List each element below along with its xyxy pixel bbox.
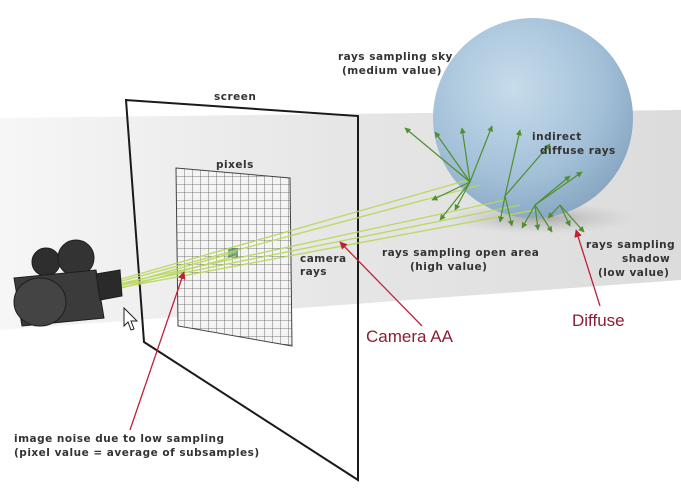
sky-rays-label-line1: rays sampling sky	[338, 51, 453, 63]
screen-label: screen	[214, 91, 256, 103]
camera-aa-callout: Camera AA	[366, 327, 454, 346]
shadow-label-line2: shadow	[622, 253, 670, 265]
diffuse-rays	[404, 125, 585, 233]
diffuse-callout: Diffuse	[572, 311, 625, 330]
indirect-rays-label-line1: indirect	[532, 131, 582, 143]
shadow-label-line3: (low value)	[598, 267, 669, 279]
noise-label-line1: image noise due to low sampling	[14, 433, 225, 445]
open-area-label-line2: (high value)	[410, 261, 487, 273]
camera-rays-label-line2: rays	[300, 266, 327, 278]
noise-label-line2: (pixel value = average of subsamples)	[14, 447, 260, 459]
camera-rays-label-line1: camera	[300, 253, 347, 265]
sphere	[433, 18, 633, 218]
pixels-label: pixels	[216, 159, 254, 171]
camera-icon	[13, 239, 123, 327]
open-area-label-line1: rays sampling open area	[382, 247, 539, 259]
indirect-rays-label-line2: diffuse rays	[540, 145, 616, 157]
diffuse-pointer	[574, 229, 601, 307]
camera-aa-pointer	[339, 241, 423, 327]
screen-frame	[124, 98, 359, 482]
noise-pointer	[129, 271, 186, 431]
mouse-cursor-icon	[123, 306, 139, 331]
sky-rays-label-line2: (medium value)	[342, 65, 442, 77]
shadow-label-line1: rays sampling	[586, 239, 675, 251]
